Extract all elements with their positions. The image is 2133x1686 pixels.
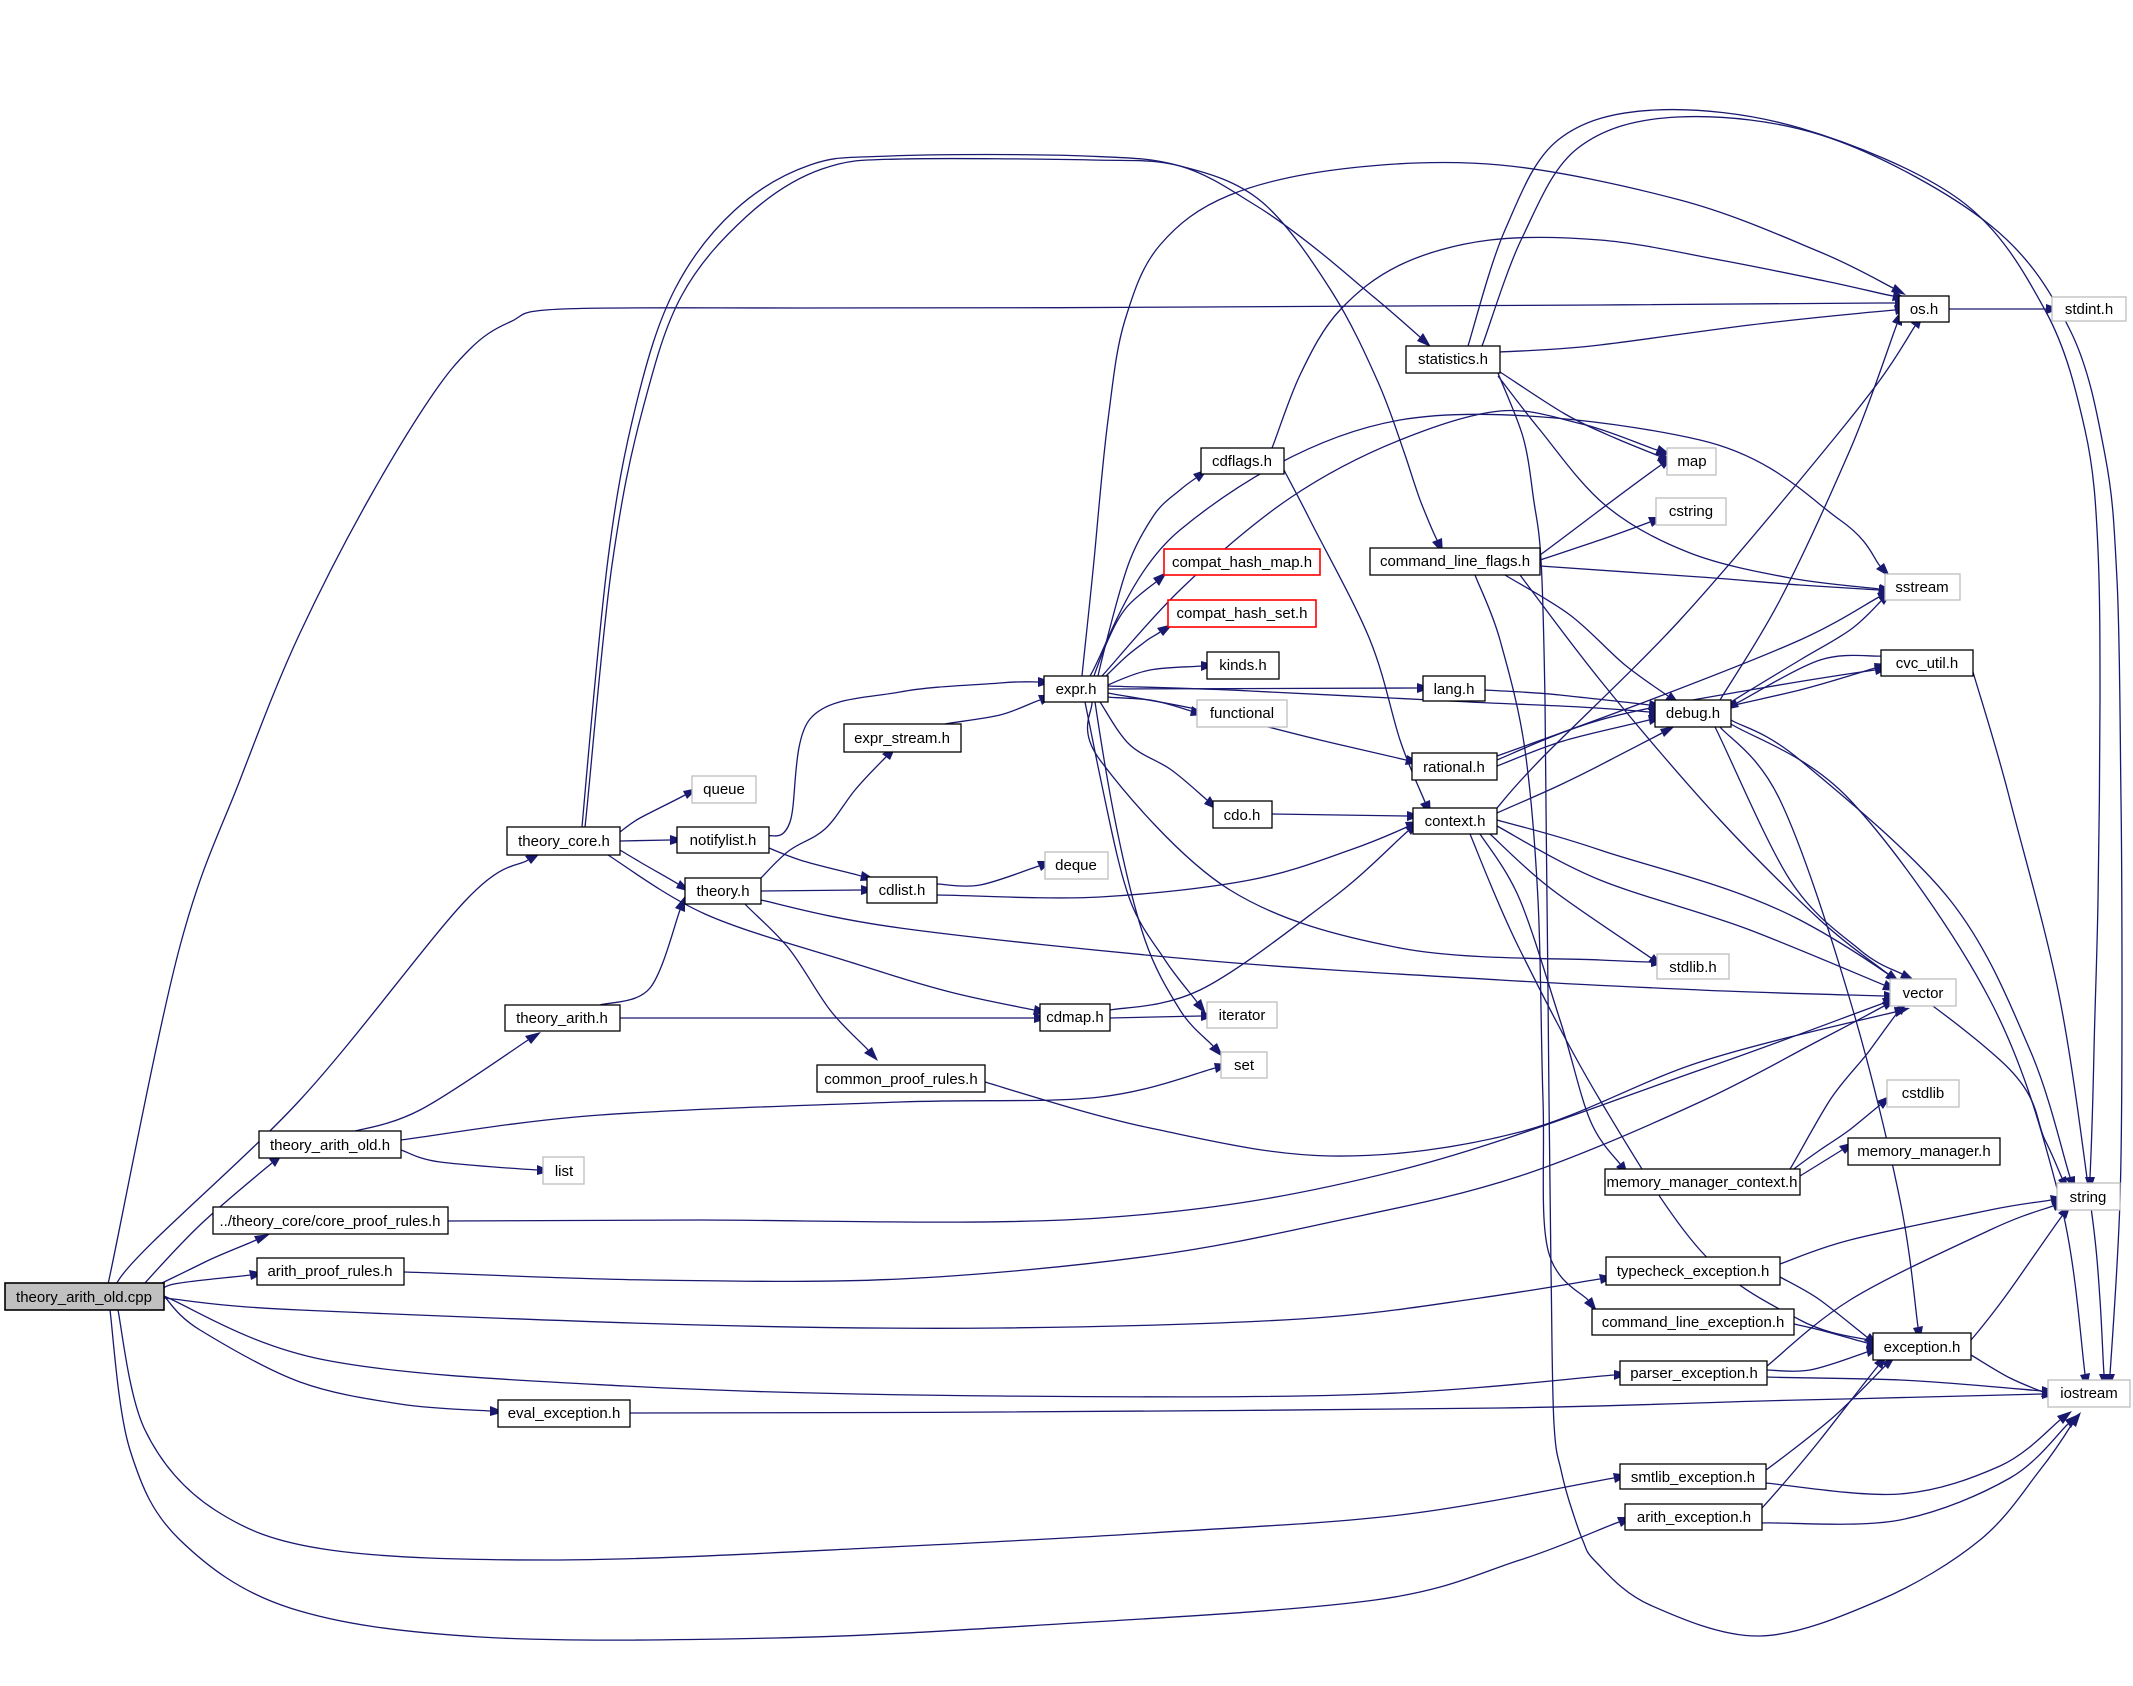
svg-text:command_line_exception.h: command_line_exception.h <box>1602 1314 1785 1331</box>
svg-text:theory_core.h: theory_core.h <box>518 833 610 850</box>
svg-text:notifylist.h: notifylist.h <box>690 832 757 849</box>
svg-text:parser_exception.h: parser_exception.h <box>1630 1365 1758 1382</box>
svg-text:cstring: cstring <box>1669 503 1713 520</box>
svg-text:map: map <box>1677 453 1706 470</box>
svg-text:statistics.h: statistics.h <box>1418 351 1488 368</box>
svg-text:cstdlib: cstdlib <box>1902 1085 1945 1102</box>
svg-text:rational.h: rational.h <box>1423 759 1485 776</box>
svg-text:arith_exception.h: arith_exception.h <box>1637 1509 1751 1526</box>
svg-text:cdmap.h: cdmap.h <box>1046 1009 1104 1026</box>
svg-text:compat_hash_set.h: compat_hash_set.h <box>1177 605 1308 622</box>
svg-text:functional: functional <box>1210 705 1274 722</box>
svg-text:exception.h: exception.h <box>1884 1339 1961 1356</box>
svg-text:theory_arith_old.cpp: theory_arith_old.cpp <box>16 1289 152 1306</box>
svg-text:theory_arith_old.h: theory_arith_old.h <box>270 1137 390 1154</box>
svg-text:string: string <box>2070 1189 2107 1206</box>
svg-text:iterator: iterator <box>1219 1007 1266 1024</box>
svg-text:../theory_core/core_proof_rule: ../theory_core/core_proof_rules.h <box>220 1213 441 1230</box>
svg-text:command_line_flags.h: command_line_flags.h <box>1380 553 1530 570</box>
svg-text:expr.h: expr.h <box>1056 681 1097 698</box>
svg-text:stdint.h: stdint.h <box>2065 301 2113 318</box>
svg-text:compat_hash_map.h: compat_hash_map.h <box>1172 554 1312 571</box>
svg-text:queue: queue <box>703 781 745 798</box>
svg-text:cdo.h: cdo.h <box>1224 807 1261 824</box>
svg-text:debug.h: debug.h <box>1666 705 1720 722</box>
svg-text:list: list <box>555 1163 574 1180</box>
svg-text:smtlib_exception.h: smtlib_exception.h <box>1631 1469 1755 1486</box>
svg-text:expr_stream.h: expr_stream.h <box>854 730 950 747</box>
svg-text:deque: deque <box>1055 857 1097 874</box>
svg-text:os.h: os.h <box>1910 301 1938 318</box>
svg-text:theory.h: theory.h <box>696 883 749 900</box>
svg-text:cdflags.h: cdflags.h <box>1212 453 1272 470</box>
svg-text:memory_manager.h: memory_manager.h <box>1857 1143 1990 1160</box>
svg-text:cdlist.h: cdlist.h <box>879 882 926 899</box>
svg-text:kinds.h: kinds.h <box>1219 657 1267 674</box>
svg-text:context.h: context.h <box>1425 813 1486 830</box>
svg-text:set: set <box>1234 1057 1255 1074</box>
svg-text:stdlib.h: stdlib.h <box>1669 959 1717 976</box>
svg-text:common_proof_rules.h: common_proof_rules.h <box>824 1071 977 1088</box>
svg-text:memory_manager_context.h: memory_manager_context.h <box>1607 1174 1798 1191</box>
svg-text:cvc_util.h: cvc_util.h <box>1896 655 1959 672</box>
svg-text:sstream: sstream <box>1895 579 1948 596</box>
svg-text:typecheck_exception.h: typecheck_exception.h <box>1617 1263 1770 1280</box>
svg-text:vector: vector <box>1903 985 1944 1002</box>
svg-text:lang.h: lang.h <box>1434 681 1475 698</box>
svg-text:theory_arith.h: theory_arith.h <box>516 1010 608 1027</box>
svg-text:eval_exception.h: eval_exception.h <box>508 1405 621 1422</box>
svg-text:iostream: iostream <box>2060 1385 2118 1402</box>
svg-text:arith_proof_rules.h: arith_proof_rules.h <box>267 1263 392 1280</box>
